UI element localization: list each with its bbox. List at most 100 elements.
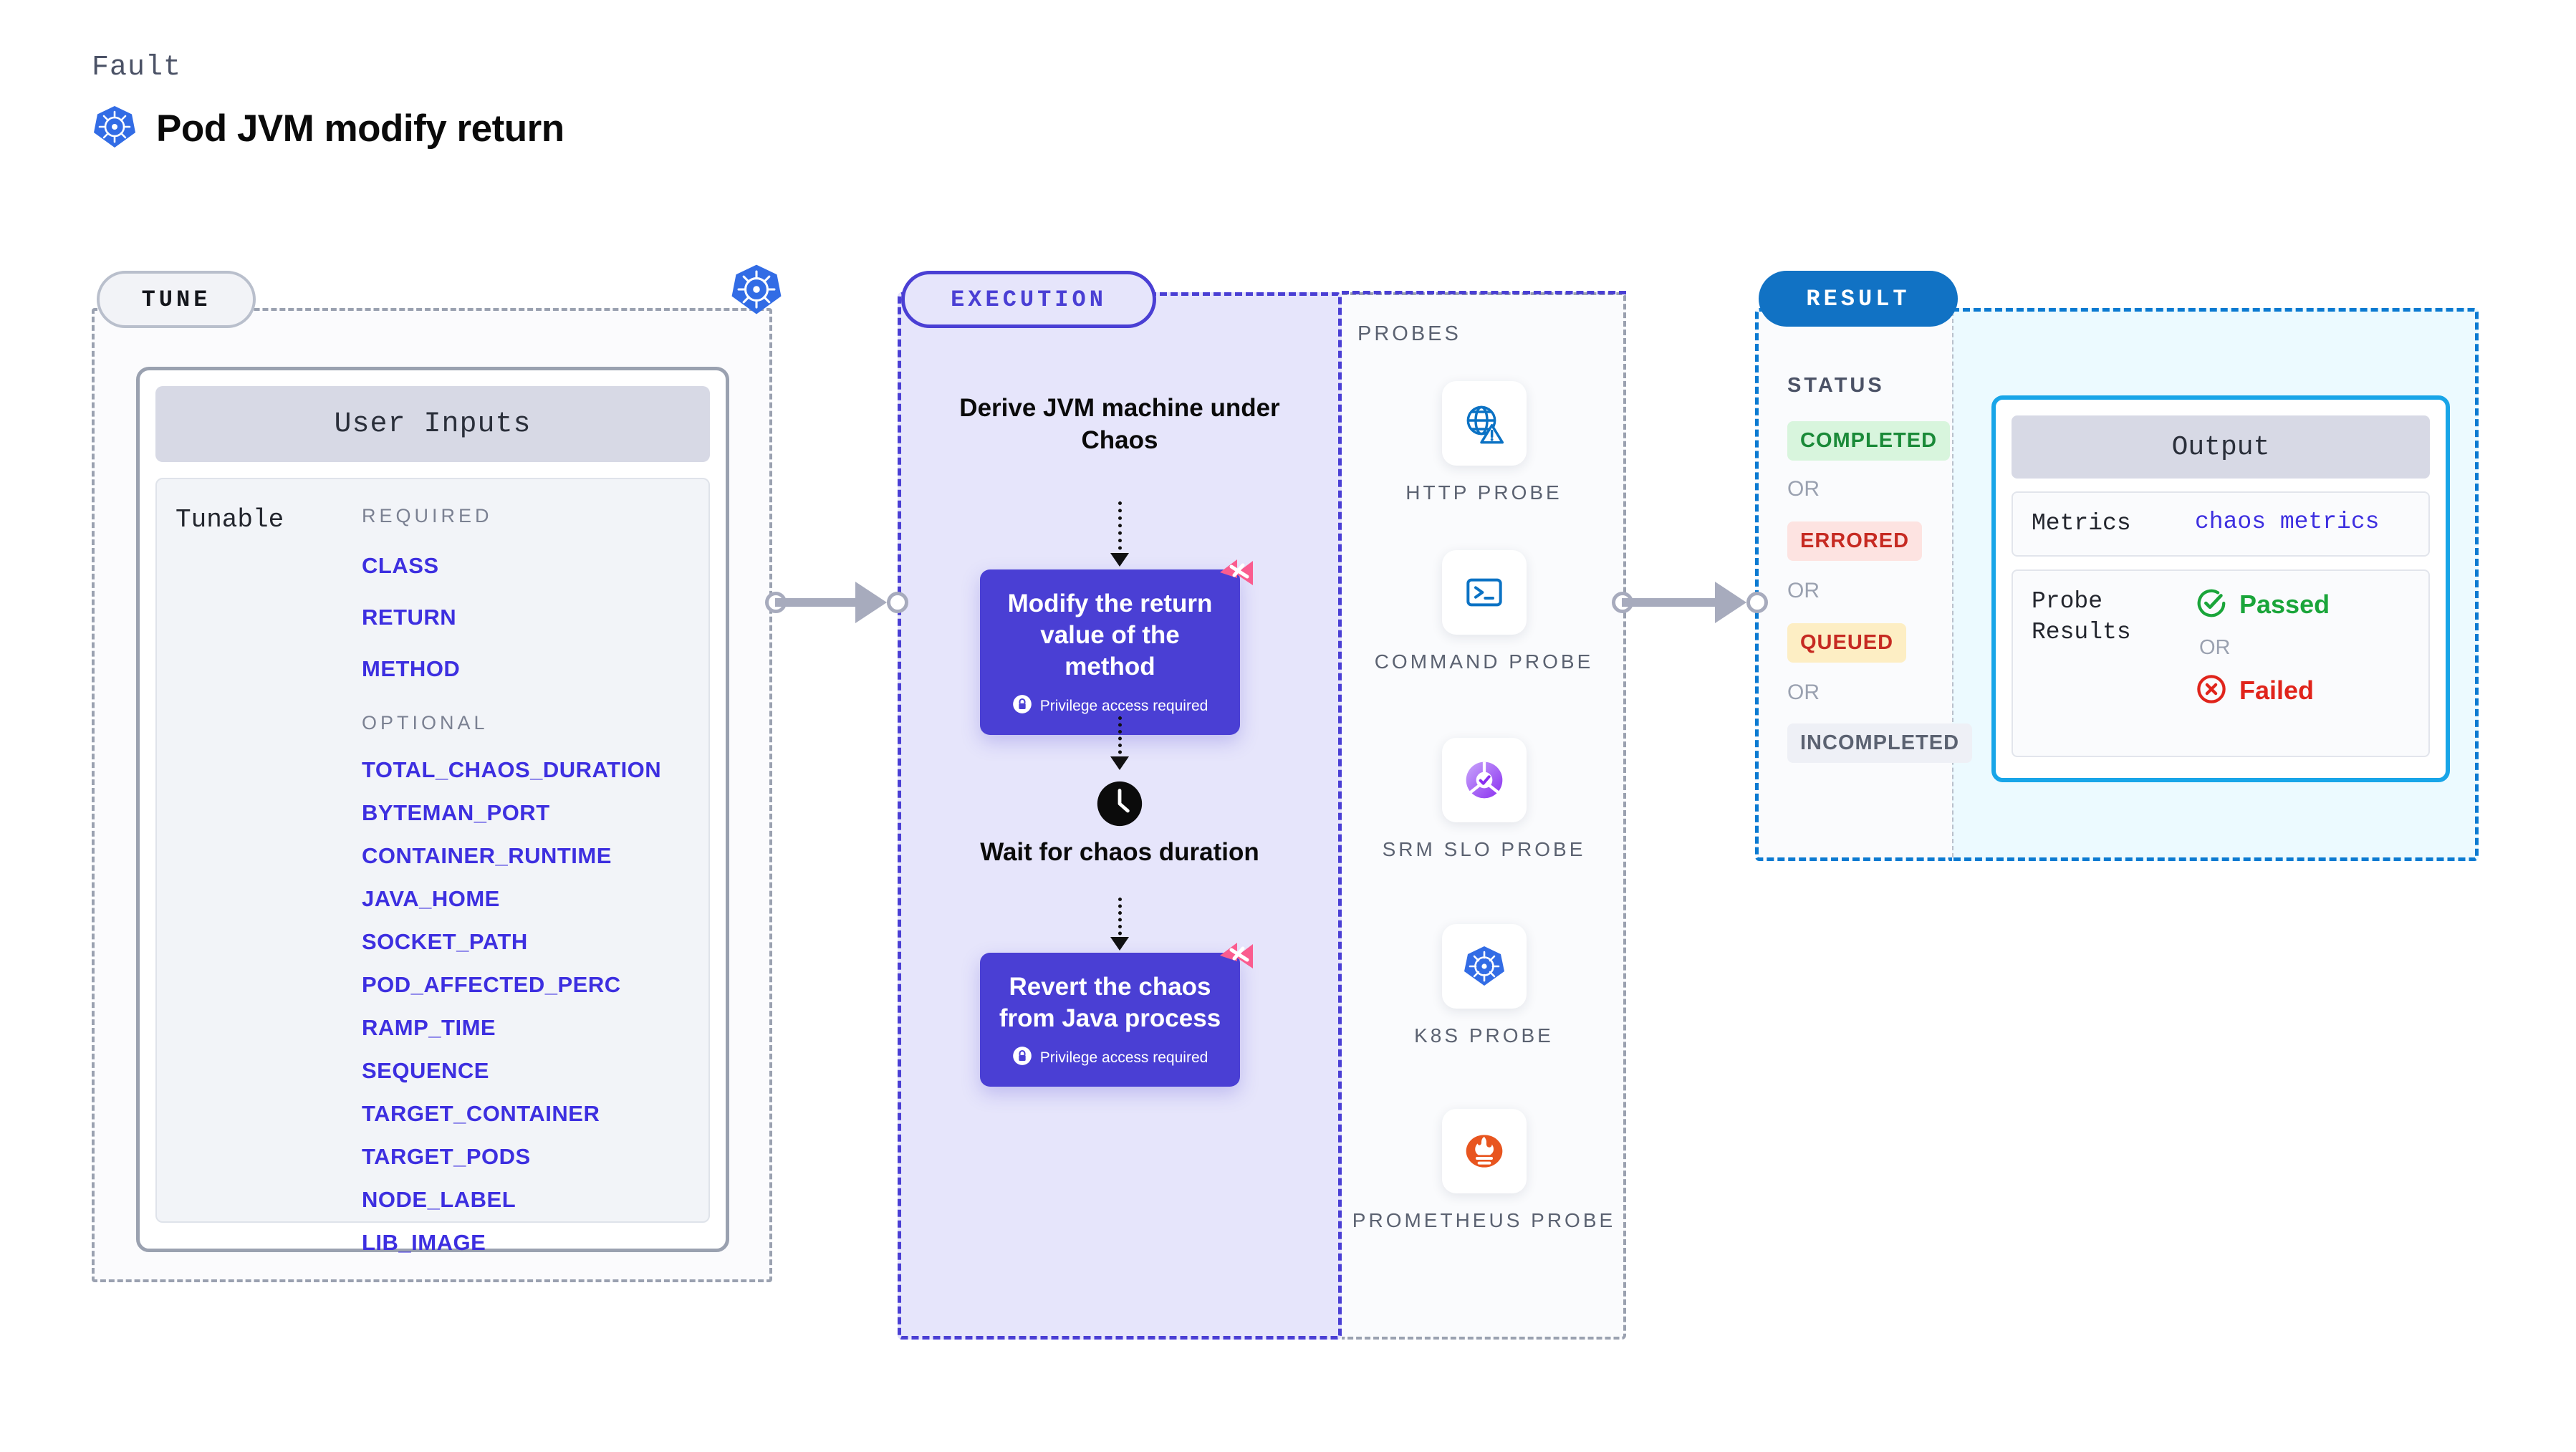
flow-arrow-2	[1118, 716, 1122, 761]
flow-arrow-2-head	[1110, 756, 1129, 770]
result-panel-divider	[1952, 312, 1953, 857]
page-header: Fault Pod JVM modify return	[92, 52, 564, 153]
probe-label: K8S PROBE	[1414, 1024, 1554, 1047]
param-method[interactable]: METHOD	[362, 656, 461, 681]
terminal-icon	[1441, 550, 1527, 635]
failed-text: Failed	[2239, 675, 2315, 706]
result-status-panel	[1755, 308, 1952, 861]
probe-label: PROMETHEUS PROBE	[1352, 1209, 1616, 1231]
litmus-logo-icon	[1216, 554, 1257, 599]
probe-srm-slo[interactable]: SRM SLO PROBE	[1342, 738, 1626, 863]
lock-icon	[1012, 694, 1032, 718]
output-title: Output	[2012, 415, 2430, 479]
status-badge-errored: ERRORED	[1787, 521, 1923, 561]
param-byteman-port[interactable]: BYTEMAN_PORT	[362, 800, 550, 825]
or-separator: OR	[1787, 579, 1820, 602]
param-java-home[interactable]: JAVA_HOME	[362, 886, 500, 911]
probes-panel-top-border	[1342, 291, 1626, 294]
execution-card-revert[interactable]: Revert the chaos from Java process Privi…	[980, 943, 1253, 1087]
param-target-pods[interactable]: TARGET_PODS	[362, 1144, 531, 1169]
param-lib-image[interactable]: LIB_IMAGE	[362, 1230, 486, 1255]
user-inputs-card: User Inputs Tunable REQUIRED CLASS RETUR…	[136, 367, 729, 1255]
connector-arrow-head	[855, 582, 887, 623]
probe-http[interactable]: HTTP PROBE	[1342, 381, 1626, 506]
title-row: Pod JVM modify return	[92, 104, 564, 153]
required-param-list: CLASS RETURN METHOD	[362, 553, 690, 682]
tunable-body: Tunable REQUIRED CLASS RETURN METHOD OPT…	[155, 478, 710, 1255]
flow-arrow-3-head	[1110, 937, 1129, 951]
stage-badge-execution[interactable]: EXECUTION	[901, 271, 1156, 328]
kubernetes-icon	[1441, 924, 1527, 1009]
probe-label: HTTP PROBE	[1405, 481, 1562, 504]
privilege-row: Privilege access required	[996, 694, 1224, 718]
or-separator: OR	[2199, 635, 2231, 659]
tunable-label: Tunable	[176, 505, 284, 534]
passed-text: Passed	[2239, 590, 2330, 620]
param-target-container[interactable]: TARGET_CONTAINER	[362, 1101, 600, 1126]
metrics-label: Metrics	[2032, 510, 2131, 537]
srm-slo-icon	[1441, 738, 1527, 822]
prometheus-icon	[1441, 1109, 1527, 1193]
connector-end-dot	[1746, 592, 1768, 613]
clock-icon	[1095, 779, 1144, 832]
lock-icon	[1012, 1046, 1032, 1069]
probe-k8s[interactable]: K8S PROBE	[1342, 924, 1626, 1049]
metrics-value[interactable]: chaos metrics	[2195, 509, 2380, 535]
probe-result-failed: Failed	[2195, 673, 2330, 709]
optional-group-label: OPTIONAL	[362, 712, 489, 734]
param-container-runtime[interactable]: CONTAINER_RUNTIME	[362, 843, 612, 868]
param-sequence[interactable]: SEQUENCE	[362, 1058, 489, 1083]
connector-execution-to-result	[1612, 582, 1768, 623]
output-card: Output Metrics chaos metrics Probe Resul…	[1991, 395, 2450, 782]
probe-results-row: Probe Results Passed OR	[2012, 569, 2430, 757]
status-badge-incompleted: INCOMPLETED	[1787, 723, 1973, 763]
connector-tune-to-execution	[765, 582, 908, 623]
flow-arrow-1-head	[1110, 553, 1129, 567]
litmus-logo-icon	[1216, 937, 1257, 982]
privilege-text: Privilege access required	[1039, 697, 1208, 714]
connector-line	[775, 598, 862, 607]
fault-kicker: Fault	[92, 52, 182, 84]
optional-param-list: TOTAL_CHAOS_DURATION BYTEMAN_PORT CONTAI…	[362, 757, 690, 1256]
probe-result-passed: Passed	[2195, 587, 2330, 623]
privilege-text: Privilege access required	[1039, 1049, 1208, 1066]
or-separator: OR	[1787, 477, 1820, 501]
probe-prometheus[interactable]: PROMETHEUS PROBE	[1342, 1109, 1626, 1234]
wait-duration-heading: Wait for chaos duration	[980, 838, 1259, 866]
probe-label: COMMAND PROBE	[1374, 650, 1594, 673]
param-pod-affected-perc[interactable]: POD_AFFECTED_PERC	[362, 972, 621, 997]
probes-label: PROBES	[1357, 322, 1461, 345]
required-group-label: REQUIRED	[362, 505, 493, 527]
card-title: Modify the return value of the method	[1007, 590, 1213, 681]
connector-line	[1622, 598, 1722, 607]
status-label: STATUS	[1787, 374, 1885, 397]
flow-arrow-3	[1118, 898, 1122, 942]
page-title: Pod JVM modify return	[156, 107, 564, 150]
flow-arrow-1	[1118, 501, 1122, 557]
probe-command[interactable]: COMMAND PROBE	[1342, 550, 1626, 675]
probe-label: SRM SLO PROBE	[1382, 838, 1586, 860]
connector-arrow-head	[1715, 582, 1746, 623]
or-separator: OR	[1787, 681, 1820, 704]
tune-kubernetes-badge	[729, 262, 784, 320]
param-class[interactable]: CLASS	[362, 553, 439, 578]
param-return[interactable]: RETURN	[362, 605, 457, 630]
stage-badge-result[interactable]: RESULT	[1759, 271, 1958, 327]
param-node-label[interactable]: NODE_LABEL	[362, 1187, 516, 1212]
status-badge-queued: QUEUED	[1787, 623, 1907, 663]
kubernetes-icon	[92, 104, 138, 153]
metrics-row: Metrics chaos metrics	[2012, 491, 2430, 557]
connector-end-dot	[887, 592, 908, 613]
param-total-chaos-duration[interactable]: TOTAL_CHAOS_DURATION	[362, 757, 662, 782]
execution-card-modify[interactable]: Modify the return value of the method Pr…	[980, 559, 1253, 736]
privilege-row: Privilege access required	[996, 1046, 1224, 1069]
param-socket-path[interactable]: SOCKET_PATH	[362, 929, 528, 954]
user-inputs-title: User Inputs	[155, 386, 710, 462]
param-ramp-time[interactable]: RAMP_TIME	[362, 1015, 496, 1040]
stage-badge-tune[interactable]: TUNE	[97, 271, 256, 328]
status-badge-completed: COMPLETED	[1787, 421, 1951, 461]
x-circle-icon	[2195, 673, 2228, 709]
card-title: Revert the chaos from Java process	[999, 973, 1221, 1033]
globe-warning-icon	[1441, 381, 1527, 466]
derive-jvm-heading: Derive JVM machine under Chaos	[959, 394, 1280, 454]
